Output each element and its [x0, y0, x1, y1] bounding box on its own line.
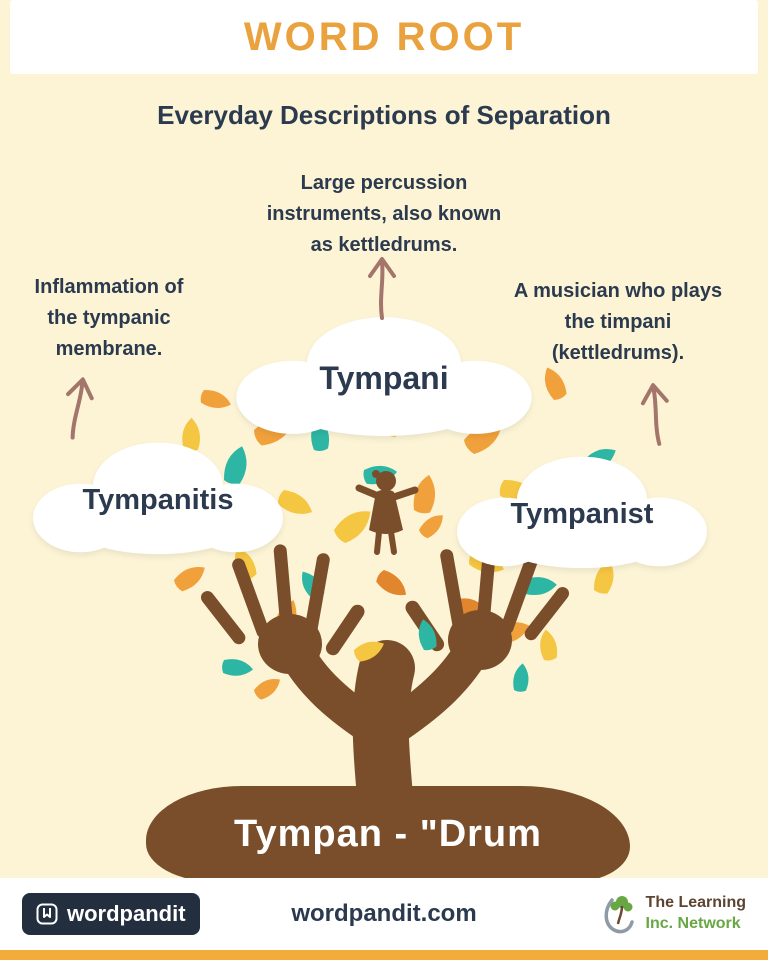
up-arrow-icon: [368, 257, 396, 320]
up-arrow-icon: [640, 383, 669, 446]
partner-logo: The Learning Inc. Network: [600, 892, 746, 936]
tree-trunk: [276, 626, 494, 810]
up-arrow-icon: [66, 377, 94, 440]
partner-line1: The Learning: [645, 894, 746, 912]
word-cloud-right: Tympanist: [450, 448, 714, 572]
website-url: wordpandit.com: [291, 900, 477, 927]
wordpandit-logo: wordpandit: [22, 893, 200, 935]
learning-network-tree-icon: [604, 896, 634, 934]
subtitle: Everyday Descriptions of Separation: [157, 100, 611, 130]
left-hand: [198, 543, 368, 674]
definition-top: Large percussion instruments, also known…: [266, 172, 502, 256]
cloud-shape: [457, 456, 707, 569]
book-icon: [36, 903, 58, 925]
header-bar: WORD ROOT: [10, 0, 758, 74]
partner-line2: Inc. Network: [645, 915, 741, 932]
word-right: Tympanist: [510, 497, 654, 530]
definition-left: Inflammation of the tympanic membrane.: [34, 276, 184, 360]
root-mound: Tympan - "Drum: [146, 786, 630, 882]
cloud-shape: [33, 442, 283, 555]
definition-right: A musician who plays the timpani (kettle…: [513, 280, 723, 364]
partner-text: The Learning Inc. Network: [646, 893, 746, 935]
page-title: WORD ROOT: [243, 14, 525, 59]
word-cloud-center: Tympani: [228, 308, 540, 440]
wordpandit-logo-text: wordpandit: [67, 901, 186, 926]
word-center: Tympani: [319, 359, 449, 396]
footer-bar: wordpandit wordpandit.com The Learning I…: [0, 878, 768, 950]
root-word: Tympan - "Drum: [234, 812, 542, 855]
child-silhouette: [355, 470, 419, 555]
word-left: Tympanitis: [82, 483, 234, 516]
cloud-shape: [236, 317, 532, 436]
bottom-accent-strip: [0, 950, 768, 960]
word-cloud-left: Tympanitis: [26, 434, 290, 558]
